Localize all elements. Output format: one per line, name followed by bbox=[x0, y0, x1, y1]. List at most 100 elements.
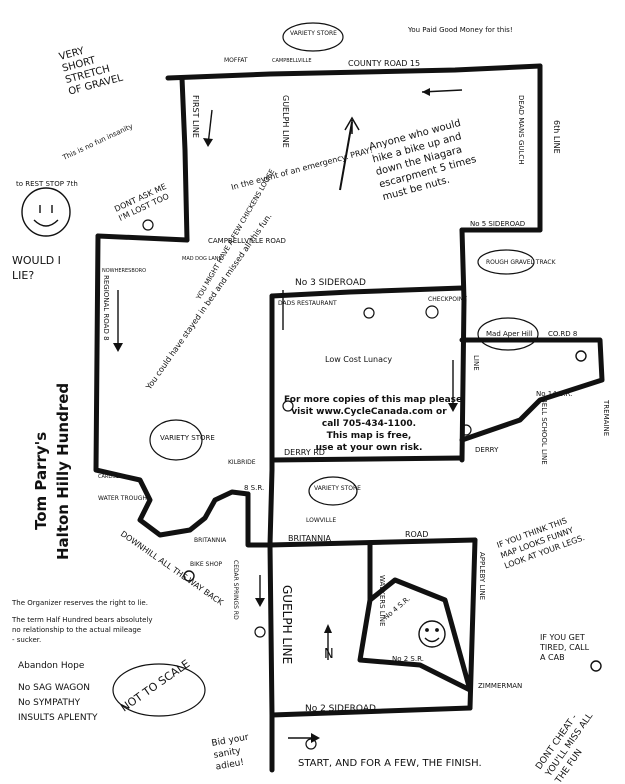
note-insults: INSULTS APLENTY bbox=[18, 713, 98, 723]
label-eight-sr: 8 S.R. bbox=[244, 484, 264, 492]
arrow-head-icon bbox=[311, 733, 320, 743]
label-zimmerman: ZIMMERMAN bbox=[478, 682, 522, 690]
direction-arrows bbox=[113, 88, 463, 743]
info-line-1: For more copies of this map please bbox=[284, 395, 463, 405]
label-britannia-west: BRITANNIA bbox=[194, 537, 227, 544]
variety-store-top-cloud bbox=[282, 22, 344, 52]
arrow-head-icon bbox=[255, 598, 265, 607]
note-no-sympathy: No SYMPATHY bbox=[18, 698, 81, 708]
note-very-short: VERYSHORTSTRETCHOF GRAVEL bbox=[58, 38, 125, 98]
appleby-south bbox=[467, 537, 478, 711]
walkers-mid bbox=[357, 597, 473, 693]
note-not-to-scale: NOT TO SCALE bbox=[118, 657, 192, 714]
rough-gravel-cloud bbox=[477, 249, 535, 275]
north-arrow-icon bbox=[324, 624, 332, 633]
label-cedar-springs: CEDAR SPRINGS RD bbox=[232, 560, 239, 620]
label-guelph-line-south: GUELPH LINE bbox=[280, 585, 294, 664]
compass-label: N bbox=[324, 647, 334, 662]
note-abandon-hope: Abandon Hope bbox=[18, 661, 85, 671]
note-dont-ask: DONT ASK MEI'M LOST TOO bbox=[113, 182, 172, 223]
loop-east bbox=[459, 337, 605, 443]
label-appleby-line: APPLEBY LINE bbox=[478, 552, 486, 600]
info-line-5: use at your own risk. bbox=[315, 443, 423, 453]
title-block: Tom Parry's Halton Hilly Hundred bbox=[32, 383, 72, 560]
checkpoint-circle-icon bbox=[425, 305, 439, 319]
label-county-road-15: COUNTY ROAD 15 bbox=[348, 59, 420, 68]
label-walkers-line: WALKERS LINE bbox=[378, 575, 386, 626]
map-subtitle: Halton Hilly Hundred bbox=[54, 383, 72, 560]
arrow-head-icon bbox=[448, 403, 458, 412]
note-bike-shop: BIKE SHOP bbox=[190, 561, 223, 568]
note-mad-aper-hill: Mad Aper Hill bbox=[486, 330, 533, 338]
checkpoint-circle-icon bbox=[142, 219, 154, 231]
checkpoint-circle-icon bbox=[460, 424, 472, 436]
label-tremaine: TREMAINE bbox=[602, 399, 610, 436]
compass: N bbox=[324, 116, 360, 662]
label-dead-mans-gulch: DEAD MANS GULCH bbox=[517, 95, 525, 165]
small-smiley-icon bbox=[590, 660, 602, 672]
label-variety-store-top: VARIETY STORE bbox=[290, 30, 337, 37]
checkpoint-circle-icon bbox=[254, 626, 266, 638]
label-derry: DERRY bbox=[475, 446, 499, 454]
variety-store-right-cloud bbox=[308, 476, 358, 506]
label-no5-sideroad: No 5 SIDEROAD bbox=[470, 220, 525, 228]
label-lowville: LOWVILLE bbox=[306, 517, 336, 524]
label-checkpoint: CHECKPOINT bbox=[428, 296, 467, 303]
walkers-loop bbox=[367, 542, 473, 693]
note-dont-cheat: DONT CHEAT -YOU'LL MISS ALLTHE FUN bbox=[534, 705, 605, 784]
small-smiley-icon bbox=[575, 350, 587, 362]
not-to-scale-cloud bbox=[112, 663, 206, 717]
county-road-15 bbox=[165, 63, 543, 81]
label-no3-sideroad: No 3 SIDEROAD bbox=[295, 278, 366, 288]
label-britannia: BRITANNIA bbox=[288, 534, 331, 543]
info-box: For more copies of this map please visit… bbox=[284, 394, 463, 454]
info-line-2: visit www.CycleCanada.com or bbox=[291, 407, 447, 417]
center-smiley-icon bbox=[418, 620, 446, 648]
arrow-head-icon bbox=[203, 138, 213, 147]
variety-store-mid-cloud bbox=[149, 419, 203, 461]
label-campbellville-road: CAMPBELLVILLE ROAD bbox=[208, 237, 286, 245]
label-campbellville: CAMPBELLVILLE bbox=[272, 58, 311, 64]
arrow-head-icon bbox=[422, 88, 430, 96]
britannia-road bbox=[245, 491, 478, 548]
no2-sideroad bbox=[269, 705, 473, 718]
label-kilbride: KILBRIDE bbox=[228, 459, 256, 466]
note-emergency: In the event of an emergency: PRAY! bbox=[230, 145, 374, 192]
no3-sideroad bbox=[269, 285, 465, 299]
label-first-line: FIRST LINE bbox=[191, 95, 200, 138]
note-start: START, AND FOR A FEW, THE FINISH. bbox=[298, 758, 482, 769]
small-smiley-icon bbox=[183, 570, 195, 582]
label-no2-sideroad: No 2 SIDEROAD bbox=[305, 704, 376, 714]
route-lines bbox=[93, 63, 605, 773]
note-if-you-think: IF YOU THINK THISMAP LOOKS FUNNYLOOK AT … bbox=[496, 512, 586, 570]
note-low-cost-lunacy: Low Cost Lunacy bbox=[325, 355, 392, 364]
label-moffat: MOFFAT bbox=[224, 57, 248, 64]
place-labels: VARIETY STORE VARIETY STORE VARIETY STOR… bbox=[98, 30, 467, 524]
western-road bbox=[93, 233, 251, 538]
label-water-trough: WATER TROUGH bbox=[98, 495, 147, 502]
map-title: Tom Parry's bbox=[32, 432, 50, 530]
mad-aper-cloud bbox=[477, 317, 539, 351]
checkpoints bbox=[142, 219, 472, 750]
arrow-head-icon bbox=[113, 343, 123, 352]
info-line-3: call 705-434-1100. bbox=[321, 419, 417, 429]
label-nowheresboro: NOWHERESBORO bbox=[102, 268, 146, 274]
guelph-line-mid bbox=[267, 293, 275, 548]
note-gravel-paid: You Paid Good Money for this! bbox=[407, 26, 513, 34]
checkpoint-circle-icon bbox=[305, 738, 317, 750]
label-line: LINE bbox=[472, 355, 480, 371]
appleby-line bbox=[459, 227, 467, 463]
label-road: ROAD bbox=[405, 530, 428, 539]
big-smiley-icon bbox=[21, 187, 71, 237]
label-variety-store-right: VARIETY STORE bbox=[314, 485, 361, 492]
note-bid-sanity: Bid yoursanityadieu! bbox=[211, 733, 254, 773]
info-line-4: This map is free, bbox=[326, 431, 412, 441]
label-co-rd-8: CO.RD 8 bbox=[548, 330, 577, 338]
first-line bbox=[179, 75, 190, 243]
note-anyone-who: Anyone who wouldhike a bike up anddown t… bbox=[368, 116, 481, 203]
note-rest-stop: to REST STOP 7th bbox=[16, 180, 78, 188]
callout-clouds bbox=[112, 22, 539, 717]
